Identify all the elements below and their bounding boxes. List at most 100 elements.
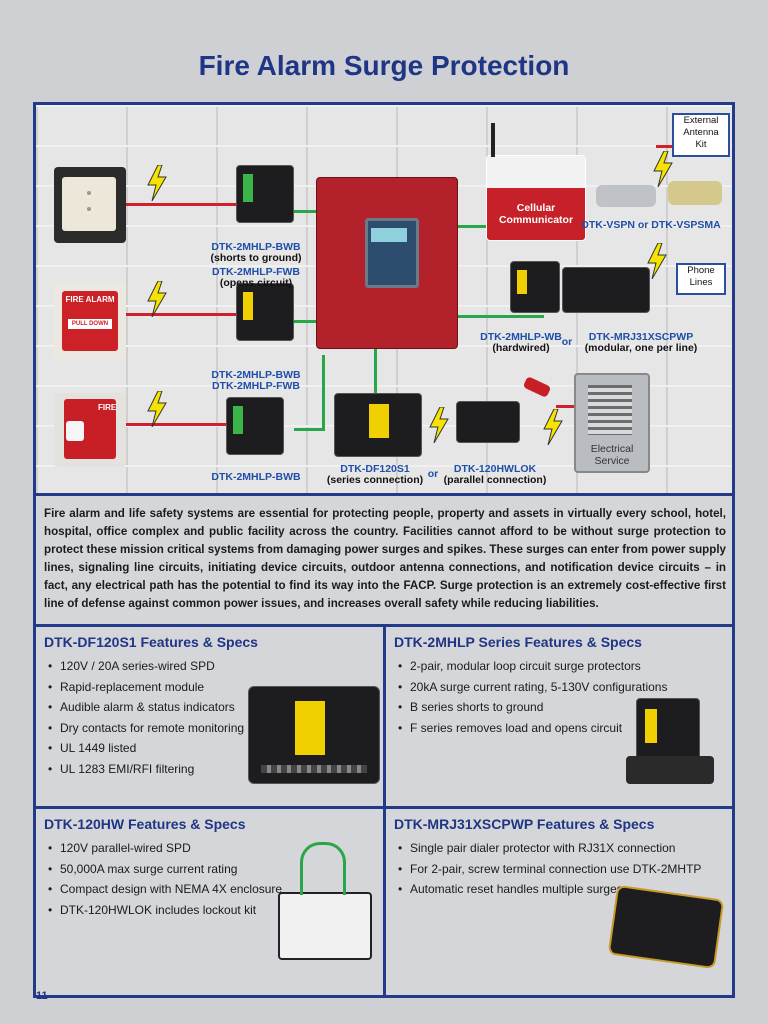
phone-lines-label: Phone Lines	[676, 263, 726, 295]
wire-green	[454, 225, 490, 228]
list-item: DTK-120HWLOK includes lockout kit	[48, 900, 374, 921]
intro-paragraph: Fire alarm and life safety systems are e…	[44, 507, 726, 610]
list-item: 50,000A max surge current rating	[48, 859, 374, 880]
external-antenna-label: External Antenna Kit	[672, 113, 730, 157]
pull-station-label: FIRE ALARM	[65, 295, 115, 304]
list-item: 120V parallel-wired SPD	[48, 838, 374, 859]
feature-list: 120V / 20A series-wired SPD Rapid-replac…	[44, 656, 374, 779]
section-120hw: DTK-120HW Features & Specs 120V parallel…	[44, 816, 374, 920]
wiring-diagram: FIRE ALARM PULL DOWN FIRE DTK-2MHLP-BWB …	[36, 105, 732, 493]
fwb-label: DTK-2MHLP-FWB	[211, 380, 301, 392]
smoke-detector-device	[54, 167, 126, 243]
mrj-label: DTK-MRJ31XSCPWP	[588, 331, 694, 343]
pull-down-label: PULL DOWN	[68, 319, 112, 329]
list-item: Single pair dialer protector with RJ31X …	[398, 838, 724, 859]
list-item: Audible alarm & status indicators	[48, 697, 374, 718]
list-item: Rapid-replacement module	[48, 677, 374, 698]
product-image-2mhlp-base	[626, 756, 714, 784]
surge-module-2mhlp	[236, 165, 294, 223]
df-sub-label: (series connection)	[326, 474, 424, 486]
list-item: UL 1283 EMI/RFI filtering	[48, 759, 374, 780]
wire-green	[374, 345, 377, 405]
hw-sub-label: (parallel connection)	[443, 474, 547, 486]
spd-df120s1	[334, 393, 422, 457]
wb-label: DTK-2MHLP-WB	[480, 331, 562, 343]
divider	[36, 624, 732, 627]
wb-sub-label: (hardwired)	[492, 342, 550, 354]
fwb-sub-label: (opens circuit)	[219, 277, 293, 289]
wire-red	[656, 145, 686, 148]
surge-module-2mhlp	[236, 283, 294, 341]
wire-green	[322, 355, 325, 431]
section-df120s1: DTK-DF120S1 Features & Specs 120V / 20A …	[44, 634, 374, 779]
hw-label: DTK-120HWLOK	[453, 463, 537, 475]
section-mrj31x: DTK-MRJ31XSCPWP Features & Specs Single …	[394, 816, 724, 900]
divider	[36, 806, 732, 809]
list-item: 20kA surge current rating, 5-130V config…	[398, 677, 724, 698]
electrical-service-panel: Electrical Service	[574, 373, 650, 473]
list-item: 2-pair, modular loop circuit surge prote…	[398, 656, 724, 677]
antenna-protector-vspsma	[668, 181, 722, 205]
feature-list: 120V parallel-wired SPD 50,000A max surg…	[44, 838, 374, 920]
wire-red	[102, 423, 252, 426]
cellular-label: Cellular Communicator	[498, 202, 574, 226]
list-item: 120V / 20A series-wired SPD	[48, 656, 374, 677]
section-title: DTK-120HW Features & Specs	[44, 816, 246, 832]
list-item: B series shorts to ground	[398, 697, 724, 718]
bwb-label: DTK-2MHLP-BWB	[211, 471, 301, 483]
cellular-communicator: Cellular Communicator	[486, 155, 586, 241]
vspn-label: DTK-VSPN or DTK-VSPSMA	[581, 219, 721, 231]
page-title: Fire Alarm Surge Protection	[198, 50, 570, 81]
divider	[383, 626, 386, 996]
bwb-label: DTK-2MHLP-BWB	[211, 241, 301, 253]
lightning-bolt-icon	[653, 151, 673, 187]
product-image-120hw-wires	[300, 842, 346, 895]
section-title: DTK-2MHLP Series Features & Specs	[394, 634, 642, 650]
divider	[36, 493, 732, 496]
list-item: For 2-pair, screw terminal connection us…	[398, 859, 724, 880]
lightning-bolt-icon	[147, 165, 167, 201]
pull-station-device: FIRE ALARM PULL DOWN	[54, 283, 126, 359]
product-image-120hw	[278, 892, 372, 960]
antenna-icon	[491, 123, 495, 157]
surge-module-2mhlp-wb	[510, 261, 560, 313]
lockout-tag	[522, 376, 552, 398]
wire-red	[100, 313, 250, 316]
lightning-bolt-icon	[647, 243, 667, 279]
wire-green	[454, 315, 544, 318]
wire-red	[100, 203, 250, 206]
lightning-bolt-icon	[147, 281, 167, 317]
list-item: UL 1449 listed	[48, 738, 374, 759]
df-label: DTK-DF120S1	[340, 463, 410, 475]
dialer-protector-mrj31x	[562, 267, 650, 313]
wire-green	[294, 210, 318, 213]
lightning-bolt-icon	[429, 407, 449, 443]
list-item: Dry contacts for remote monitoring	[48, 718, 374, 739]
fwb-label: DTK-2MHLP-FWB	[211, 266, 301, 278]
strobe-device: FIRE	[54, 393, 126, 467]
feature-list: 2-pair, modular loop circuit surge prote…	[394, 656, 724, 738]
or-label: or	[561, 336, 573, 348]
list-item: Compact design with NEMA 4X enclosure	[48, 879, 374, 900]
wire-green	[294, 320, 318, 323]
wire-green	[294, 428, 324, 431]
or-label: or	[427, 468, 439, 480]
list-item: Automatic reset handles multiple surges	[398, 879, 724, 900]
surge-module-2mhlp	[226, 397, 284, 455]
electrical-service-label: Electrical Service	[590, 443, 634, 467]
page-number: 11	[36, 990, 48, 1002]
bwb-label: DTK-2MHLP-BWB	[211, 369, 301, 381]
strobe-label: FIRE	[98, 403, 117, 412]
section-2mhlp: DTK-2MHLP Series Features & Specs 2-pair…	[394, 634, 724, 738]
product-image-mrj31x	[607, 884, 725, 970]
antenna-protector-vspn	[596, 185, 656, 207]
section-title: DTK-DF120S1 Features & Specs	[44, 634, 258, 650]
fire-alarm-control-panel	[316, 177, 458, 349]
feature-list: Single pair dialer protector with RJ31X …	[394, 838, 724, 900]
spd-120hwlok	[456, 401, 520, 443]
lightning-bolt-icon	[147, 391, 167, 427]
section-title: DTK-MRJ31XSCPWP Features & Specs	[394, 816, 655, 832]
bwb-sub-label: (shorts to ground)	[210, 252, 302, 264]
list-item: F series removes load and opens circuit	[398, 718, 724, 739]
lightning-bolt-icon	[543, 409, 563, 445]
